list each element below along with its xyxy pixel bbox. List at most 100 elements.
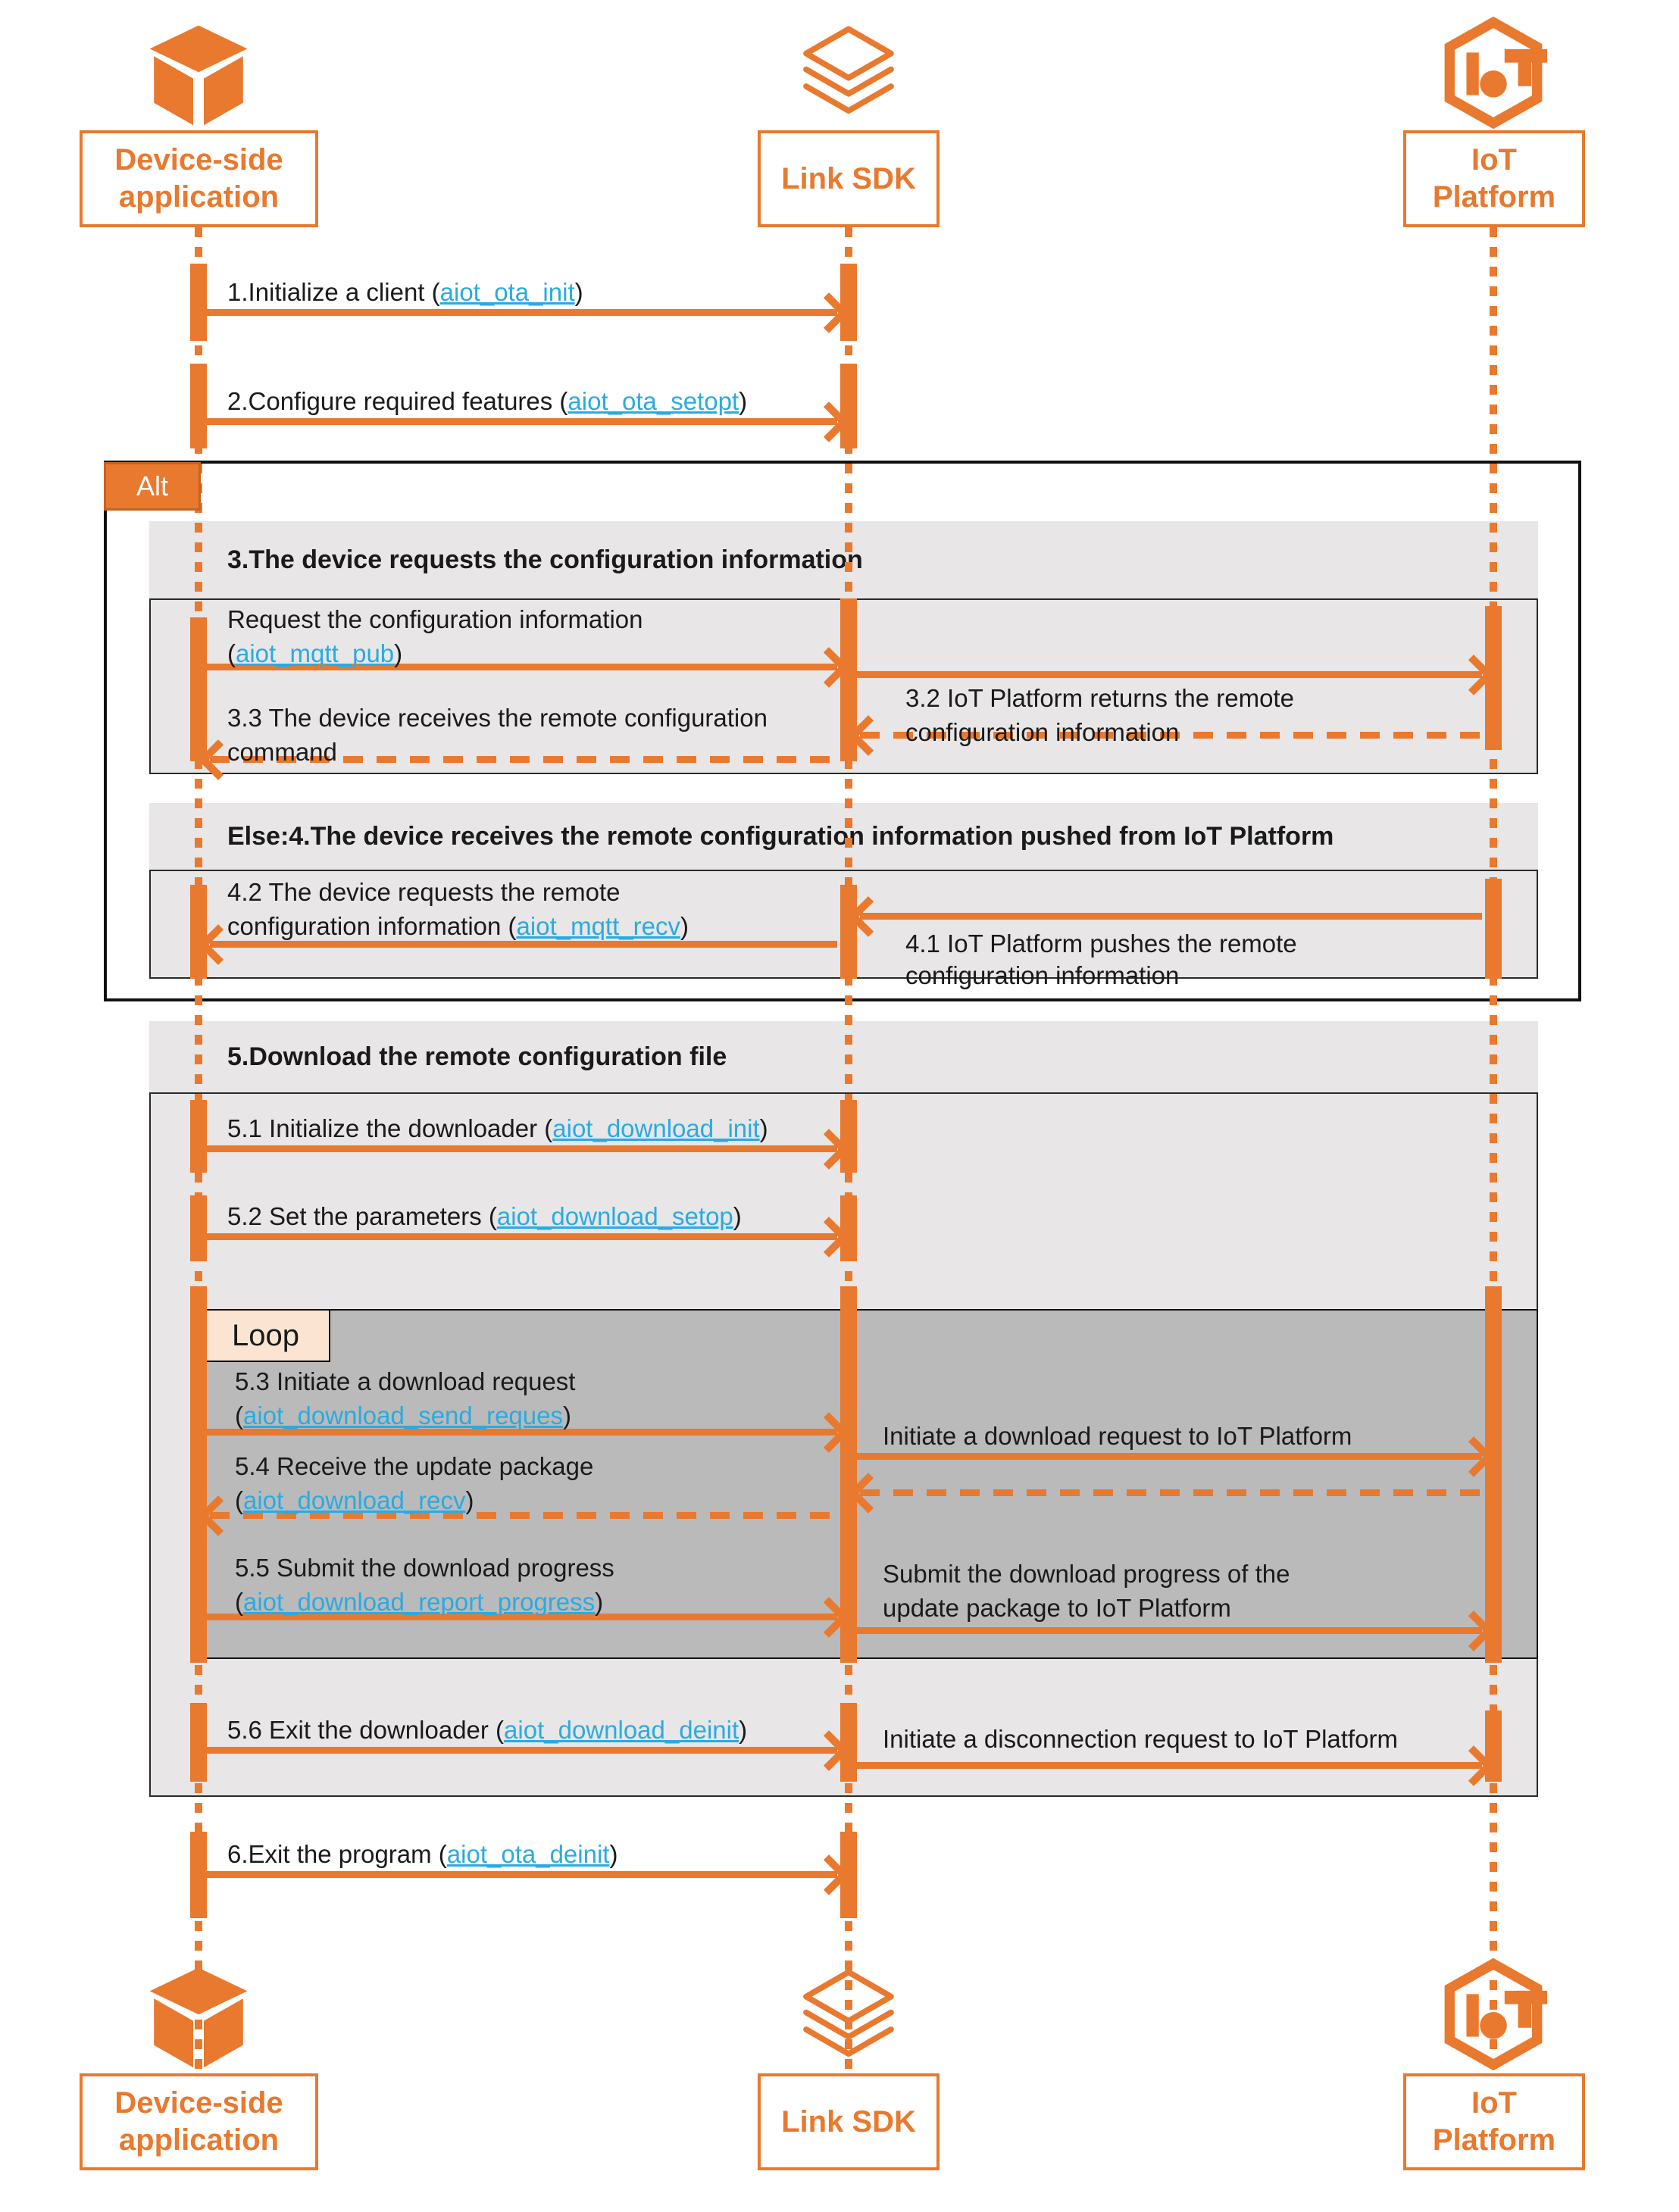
arrow-initialize-client xyxy=(207,292,849,333)
section5-title: 5.Download the remote configuration file xyxy=(227,1042,727,1071)
activation-device xyxy=(190,617,207,761)
arrow-device-requests-config xyxy=(198,923,837,965)
arrow-submit-progress xyxy=(207,1596,849,1638)
participant-iot-top: IoT Platform xyxy=(1403,130,1585,227)
activation-sdk xyxy=(840,1100,857,1173)
function-name: aiot_download_send_reques xyxy=(243,1401,564,1429)
arrow-iot-pushes-config xyxy=(848,895,1482,937)
message-5-4-line1: 5.4 Receive the update package xyxy=(235,1452,594,1480)
function-name: aiot_ota_deinit xyxy=(446,1840,610,1868)
arrow-download-request-to-iot xyxy=(857,1436,1494,1477)
activation-device xyxy=(190,1832,207,1918)
arrow-iot-returns-config xyxy=(848,714,1482,756)
section5-header: 5.Download the remote configuration file xyxy=(149,1021,1538,1094)
message-4-2-line2: configuration information (aiot_mqtt_rec… xyxy=(227,912,689,940)
arrow-exit-program xyxy=(207,1854,849,1895)
message-4-1-line1: 4.1 IoT Platform pushes the remote xyxy=(905,929,1297,958)
cube-icon xyxy=(149,1967,248,2068)
else-header: Else:4.The device receives the remote co… xyxy=(149,803,1538,871)
iot-platform-icon xyxy=(1444,1958,1548,2070)
message-5-5-line2: (aiot_download_report_progress) xyxy=(235,1588,604,1616)
participant-device-top: Device-side application xyxy=(80,130,318,227)
message-disconnect-right: Initiate a disconnection request to IoT … xyxy=(883,1725,1398,1753)
function-name: aiot_download_report_progress xyxy=(243,1588,596,1616)
function-name: aiot_mqtt_recv xyxy=(516,912,680,940)
message-1: 1.Initialize a client (aiot_ota_init) xyxy=(227,278,583,306)
activation-device xyxy=(190,364,207,448)
participant-sdk-top: Link SDK xyxy=(758,130,940,227)
participant-label: Device-side xyxy=(114,143,283,177)
participant-label: IoT xyxy=(1471,2086,1517,2120)
participant-label: Platform xyxy=(1432,180,1556,214)
message-6: 6.Exit the program (aiot_ota_deinit) xyxy=(227,1840,618,1868)
activation-device xyxy=(190,1195,207,1261)
function-name: aiot_download_deinit xyxy=(504,1716,739,1744)
function-name: aiot_ota_init xyxy=(439,278,575,306)
layers-icon xyxy=(803,1969,894,2057)
participant-label: IoT xyxy=(1471,143,1517,177)
activation-sdk xyxy=(840,364,857,448)
message-5-2: 5.2 Set the parameters (aiot_download_se… xyxy=(227,1202,742,1230)
message-5-4-line2: (aiot_download_recv) xyxy=(235,1486,474,1514)
message-3-3-line1: 3.3 The device receives the remote confi… xyxy=(227,704,768,732)
function-name: aiot_mqtt_pub xyxy=(236,639,395,667)
loop-region xyxy=(205,1309,1538,1659)
message-3-request-line2: (aiot_mqtt_pub) xyxy=(227,639,403,667)
message-4-2-line1: 4.2 The device requests the remote xyxy=(227,878,621,906)
activation-sdk xyxy=(840,885,857,979)
alt-tab: Alt xyxy=(104,462,201,511)
message-5-6: 5.6 Exit the downloader (aiot_download_d… xyxy=(227,1716,748,1744)
participant-label: Platform xyxy=(1432,2123,1556,2157)
message-3-2-line2: configuration information xyxy=(905,718,1180,746)
else-title: Else:4.The device receives the remote co… xyxy=(227,821,1334,851)
section3-header: 3.The device requests the configuration … xyxy=(149,521,1538,600)
message-3-request-line1: Request the configuration information xyxy=(227,605,643,633)
arrow-exit-downloader xyxy=(207,1729,849,1771)
activation-iot xyxy=(1485,606,1502,750)
participant-sdk-bottom: Link SDK xyxy=(758,2073,940,2170)
participant-label: Link SDK xyxy=(781,2104,916,2139)
section3-title: 3.The device requests the configuration … xyxy=(227,545,863,574)
activation-device xyxy=(190,264,207,341)
activation-device xyxy=(190,1100,207,1173)
arrow-initiate-download xyxy=(207,1411,849,1453)
arrow-device-receives-config xyxy=(198,739,837,780)
arrow-sdk-to-iot-config-request xyxy=(857,654,1494,695)
activation-iot xyxy=(1485,879,1502,979)
arrow-disconnect-request xyxy=(857,1745,1494,1786)
activation-sdk xyxy=(840,1286,857,1663)
message-3-3-line2: command xyxy=(227,738,337,766)
lifeline-iot xyxy=(1490,227,1497,2073)
message-download-request-right: Initiate a download request to IoT Platf… xyxy=(883,1422,1352,1450)
activation-device xyxy=(190,885,207,979)
activation-sdk xyxy=(840,1703,857,1782)
loop-label: Loop xyxy=(232,1318,299,1352)
activation-sdk xyxy=(840,1195,857,1261)
activation-iot xyxy=(1485,1286,1502,1663)
arrow-request-config xyxy=(207,646,849,688)
message-4-1-line2: configuration information xyxy=(905,961,1180,989)
message-submit-progress-right-line1: Submit the download progress of the xyxy=(883,1560,1290,1588)
arrow-set-parameters xyxy=(207,1216,849,1258)
arrow-configure-features xyxy=(207,401,849,442)
cube-icon xyxy=(149,25,248,126)
participant-label: application xyxy=(118,2123,280,2157)
activation-iot xyxy=(1485,1711,1502,1782)
message-3-2-line1: 3.2 IoT Platform returns the remote xyxy=(905,684,1294,712)
message-5-3-line1: 5.3 Initiate a download request xyxy=(235,1367,576,1395)
alt-fragment-frame xyxy=(104,461,1581,1001)
activation-device xyxy=(190,1286,207,1663)
participant-iot-bottom: IoT Platform xyxy=(1403,2073,1585,2170)
arrow-iot-returns-package xyxy=(848,1472,1482,1514)
message-5-5-line1: 5.5 Submit the download progress xyxy=(235,1554,614,1582)
activation-sdk xyxy=(840,598,857,761)
arrow-init-downloader xyxy=(207,1128,849,1170)
function-name: aiot_download_recv xyxy=(243,1486,466,1514)
function-name: aiot_download_init xyxy=(552,1114,760,1142)
message-submit-progress-right-line2: update package to IoT Platform xyxy=(883,1594,1231,1622)
arrow-submit-progress-to-iot xyxy=(857,1610,1494,1651)
participant-label: application xyxy=(118,180,280,214)
message-2: 2.Configure required features (aiot_ota_… xyxy=(227,387,748,415)
activation-sdk xyxy=(840,264,857,341)
